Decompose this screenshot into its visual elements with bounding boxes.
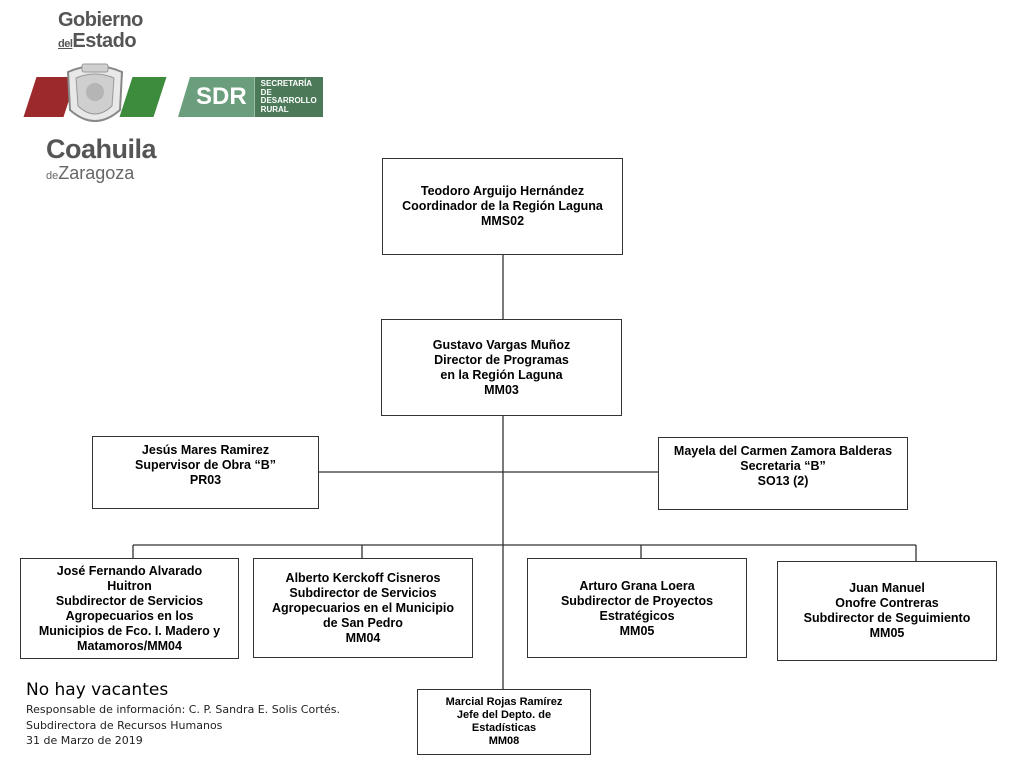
org-box-secretary: Mayela del Carmen Zamora Balderas Secret… [658,437,908,510]
box-line: Coordinador de la Región Laguna [402,199,603,213]
box-line: Onofre Contreras [835,596,939,610]
box-line: Agropecuarios en los [65,608,194,623]
box-line: MM04 [345,630,381,645]
org-box-estadisticas: Marcial Rojas Ramírez Jefe del Depto. de… [417,689,591,755]
logo-gobierno: Gobierno [58,9,143,31]
box-line: en la Región Laguna [440,367,563,382]
sdr-label: SDR [178,77,255,117]
box-line: Subdirector de Servicios [289,585,437,600]
box-line: de San Pedro [323,615,403,630]
box-line: Estadísticas [471,722,537,734]
org-box-supervisor: Jesús Mares Ramirez Supervisor de Obra “… [92,436,319,509]
coahuila-sdr-logo: Gobierno delEstado SDR SECRETARÍA DE DES… [23,10,323,188]
logo-zaragoza-word: Zaragoza [58,163,135,183]
box-line: Jesús Mares Ramirez [141,443,270,457]
sdr-sub-line: SECRETARÍA [260,79,313,88]
logo-gobierno-estado: Gobierno delEstado [58,10,158,55]
sdr-sub-line: DE DESARROLLO [260,87,317,105]
logo-de: de [46,170,59,182]
box-line: Subdirector de Servicios [55,593,204,608]
box-line: Juan Manuel [849,581,925,595]
footer-info: No hay vacantes Responsable de informaci… [26,680,356,749]
org-box-subdirector-san-pedro: Alberto Kerckoff Cisneros Subdirector de… [253,558,473,658]
box-line: Arturo Grana Loera [579,579,695,593]
box-line: MM08 [488,735,520,747]
box-line: Estratégicos [599,609,675,623]
box-line: Subdirector de Proyectos [560,594,714,608]
box-line: Alberto Kerckoff Cisneros [285,570,441,585]
org-box-subdirector-madero: José Fernando Alvarado Huitron Subdirect… [20,558,239,659]
footer-date: 31 de Marzo de 2019 [26,734,143,747]
box-line: Gustavo Vargas Muñoz [432,337,571,352]
sdr-subtitle: SECRETARÍA DE DESARROLLO RURAL [254,77,323,117]
box-line: SO13 (2) [757,474,809,488]
box-line: Matamoros/MM04 [77,638,182,653]
box-line: Marcial Rojas Ramírez [445,696,563,708]
box-line: Agropecuarios en el Municipio [272,600,454,615]
box-line: Subdirector de Seguimiento [803,611,971,625]
box-line: MM05 [869,626,905,640]
responsible-position: Subdirectora de Recursos Humanos [26,718,223,732]
box-line: Secretaria “B” [740,459,826,473]
box-line: Jefe del Depto. de [456,709,552,721]
logo-del: del [58,38,73,50]
box-line: Mayela del Carmen Zamora Balderas [673,444,893,458]
org-box-director: Gustavo Vargas Muñoz Director de Program… [381,319,622,416]
box-line: Teodoro Arguijo Hernández [420,184,585,198]
logo-estado: Estado [72,30,137,52]
box-line: Supervisor de Obra “B” [134,458,276,472]
box-line: MMS02 [480,214,525,228]
vacancies-note: No hay vacantes [26,680,169,700]
sdr-sub-line: RURAL [260,104,289,114]
box-line: Municipios de Fco. I. Madero y [38,623,221,638]
coat-of-arms-icon [66,63,124,122]
box-line: MM03 [484,382,519,397]
org-box-subdirector-proyectos: Arturo Grana Loera Subdirector de Proyec… [527,558,747,658]
box-line: José Fernando Alvarado [56,563,203,578]
responsible-line: Responsable de información: C. P. Sandra… [26,703,341,716]
box-line: MM05 [619,624,655,638]
box-line: Huitron [107,578,152,593]
sdr-badge: SDR SECRETARÍA DE DESARROLLO RURAL [178,77,323,117]
box-line: Director de Programas [434,352,569,367]
logo-zaragoza: deZaragoza [46,163,134,184]
org-box-coordinator: Teodoro Arguijo Hernández Coordinador de… [382,158,623,255]
box-line: PR03 [189,473,222,487]
logo-coahuila: Coahuila [46,134,157,164]
org-box-subdirector-seguimiento: Juan Manuel Onofre Contreras Subdirector… [777,561,997,661]
